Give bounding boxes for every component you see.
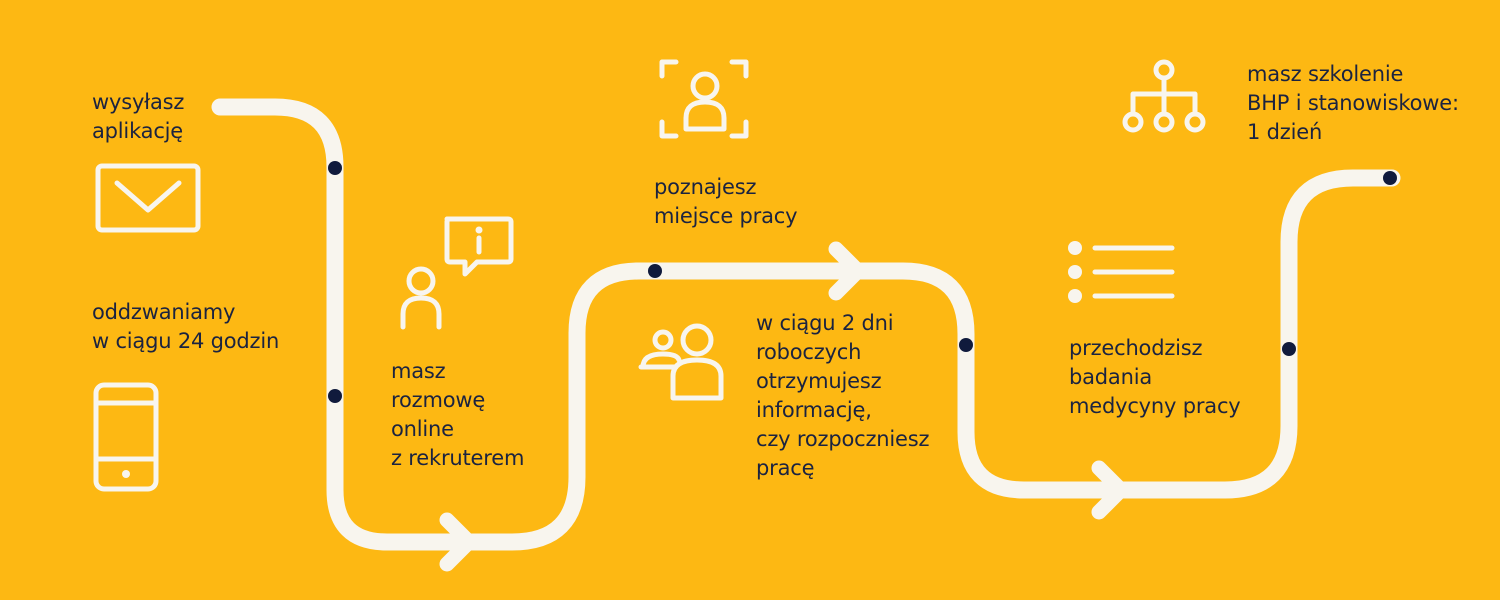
envelope-icon xyxy=(95,163,201,233)
milestone-dot xyxy=(648,264,662,278)
step-label-decision: w ciągu 2 dni roboczych otrzymujesz info… xyxy=(756,311,930,480)
arrow-right-icon xyxy=(1091,460,1129,520)
org-chart-icon xyxy=(1122,59,1206,133)
milestone-dot xyxy=(1282,342,1296,356)
smartphone-icon xyxy=(93,382,159,492)
phone-home-button xyxy=(122,470,130,478)
milestone-dot xyxy=(959,338,973,352)
process-path xyxy=(211,98,1401,551)
list-icon xyxy=(1068,241,1175,303)
chat-info-icon xyxy=(400,216,514,330)
group-icon xyxy=(638,323,724,401)
info-dot xyxy=(475,226,483,234)
arrow-right-icon xyxy=(828,241,866,301)
arrow-right-icon xyxy=(439,512,477,572)
step-label-interview: masz rozmowę online z rekruterem xyxy=(391,359,525,470)
step-label-medical: przechodzisz badania medycyny pracy xyxy=(1069,336,1241,418)
milestone-dot xyxy=(328,389,342,403)
step-label-callback: oddzwaniamy w ciągu 24 godzin xyxy=(92,300,280,353)
step-label-training: masz szkolenie BHP i stanowiskowe: 1 dzi… xyxy=(1247,62,1459,144)
milestone-dot xyxy=(328,161,342,175)
step-label-apply: wysyłasz aplikację xyxy=(92,90,185,143)
person-frame-icon xyxy=(659,59,749,139)
milestone-dot xyxy=(1383,171,1397,185)
step-label-workplace: poznajesz miejsce pracy xyxy=(654,175,798,228)
